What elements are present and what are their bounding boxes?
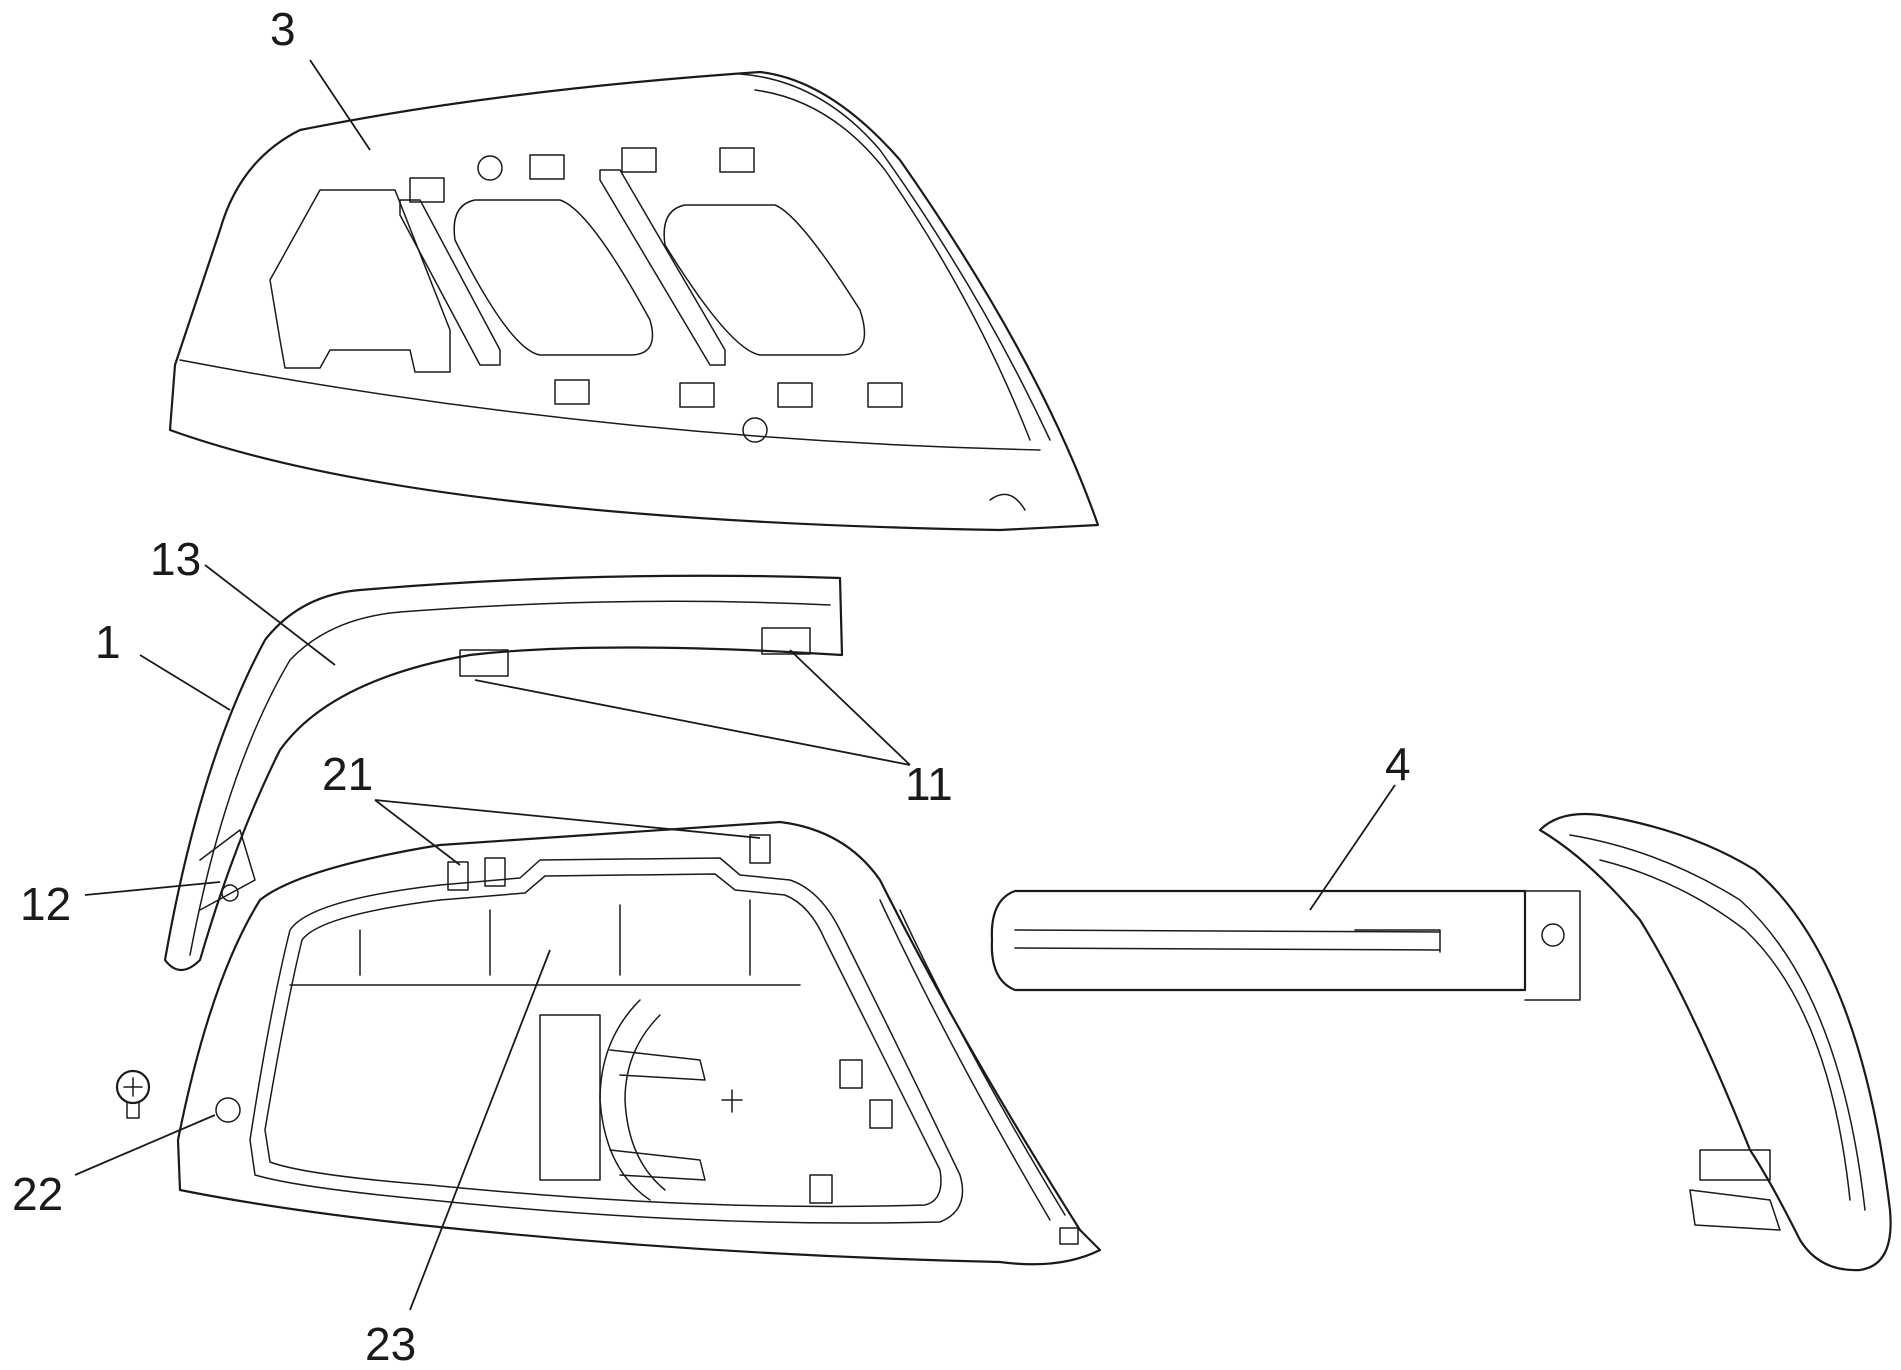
leader-lines — [75, 60, 1395, 1310]
label-part-11: 11 — [905, 758, 953, 810]
lower-housing — [178, 822, 1100, 1264]
key-head — [1540, 814, 1891, 1270]
part-labels: 3 13 1 11 21 4 12 22 23 — [12, 3, 1411, 1370]
side-frame-part-1 — [165, 576, 842, 970]
upper-cover-part-3 — [170, 72, 1098, 530]
label-part-23: 23 — [365, 1318, 416, 1370]
label-part-1: 1 — [95, 616, 121, 668]
label-part-21: 21 — [322, 748, 373, 800]
label-part-12: 12 — [20, 878, 71, 930]
label-part-22: 22 — [12, 1168, 63, 1220]
label-part-4: 4 — [1385, 738, 1411, 790]
label-part-13: 13 — [150, 533, 201, 585]
label-part-3: 3 — [270, 3, 296, 55]
key-blade-part-4 — [992, 891, 1580, 1000]
screw — [117, 1071, 149, 1118]
